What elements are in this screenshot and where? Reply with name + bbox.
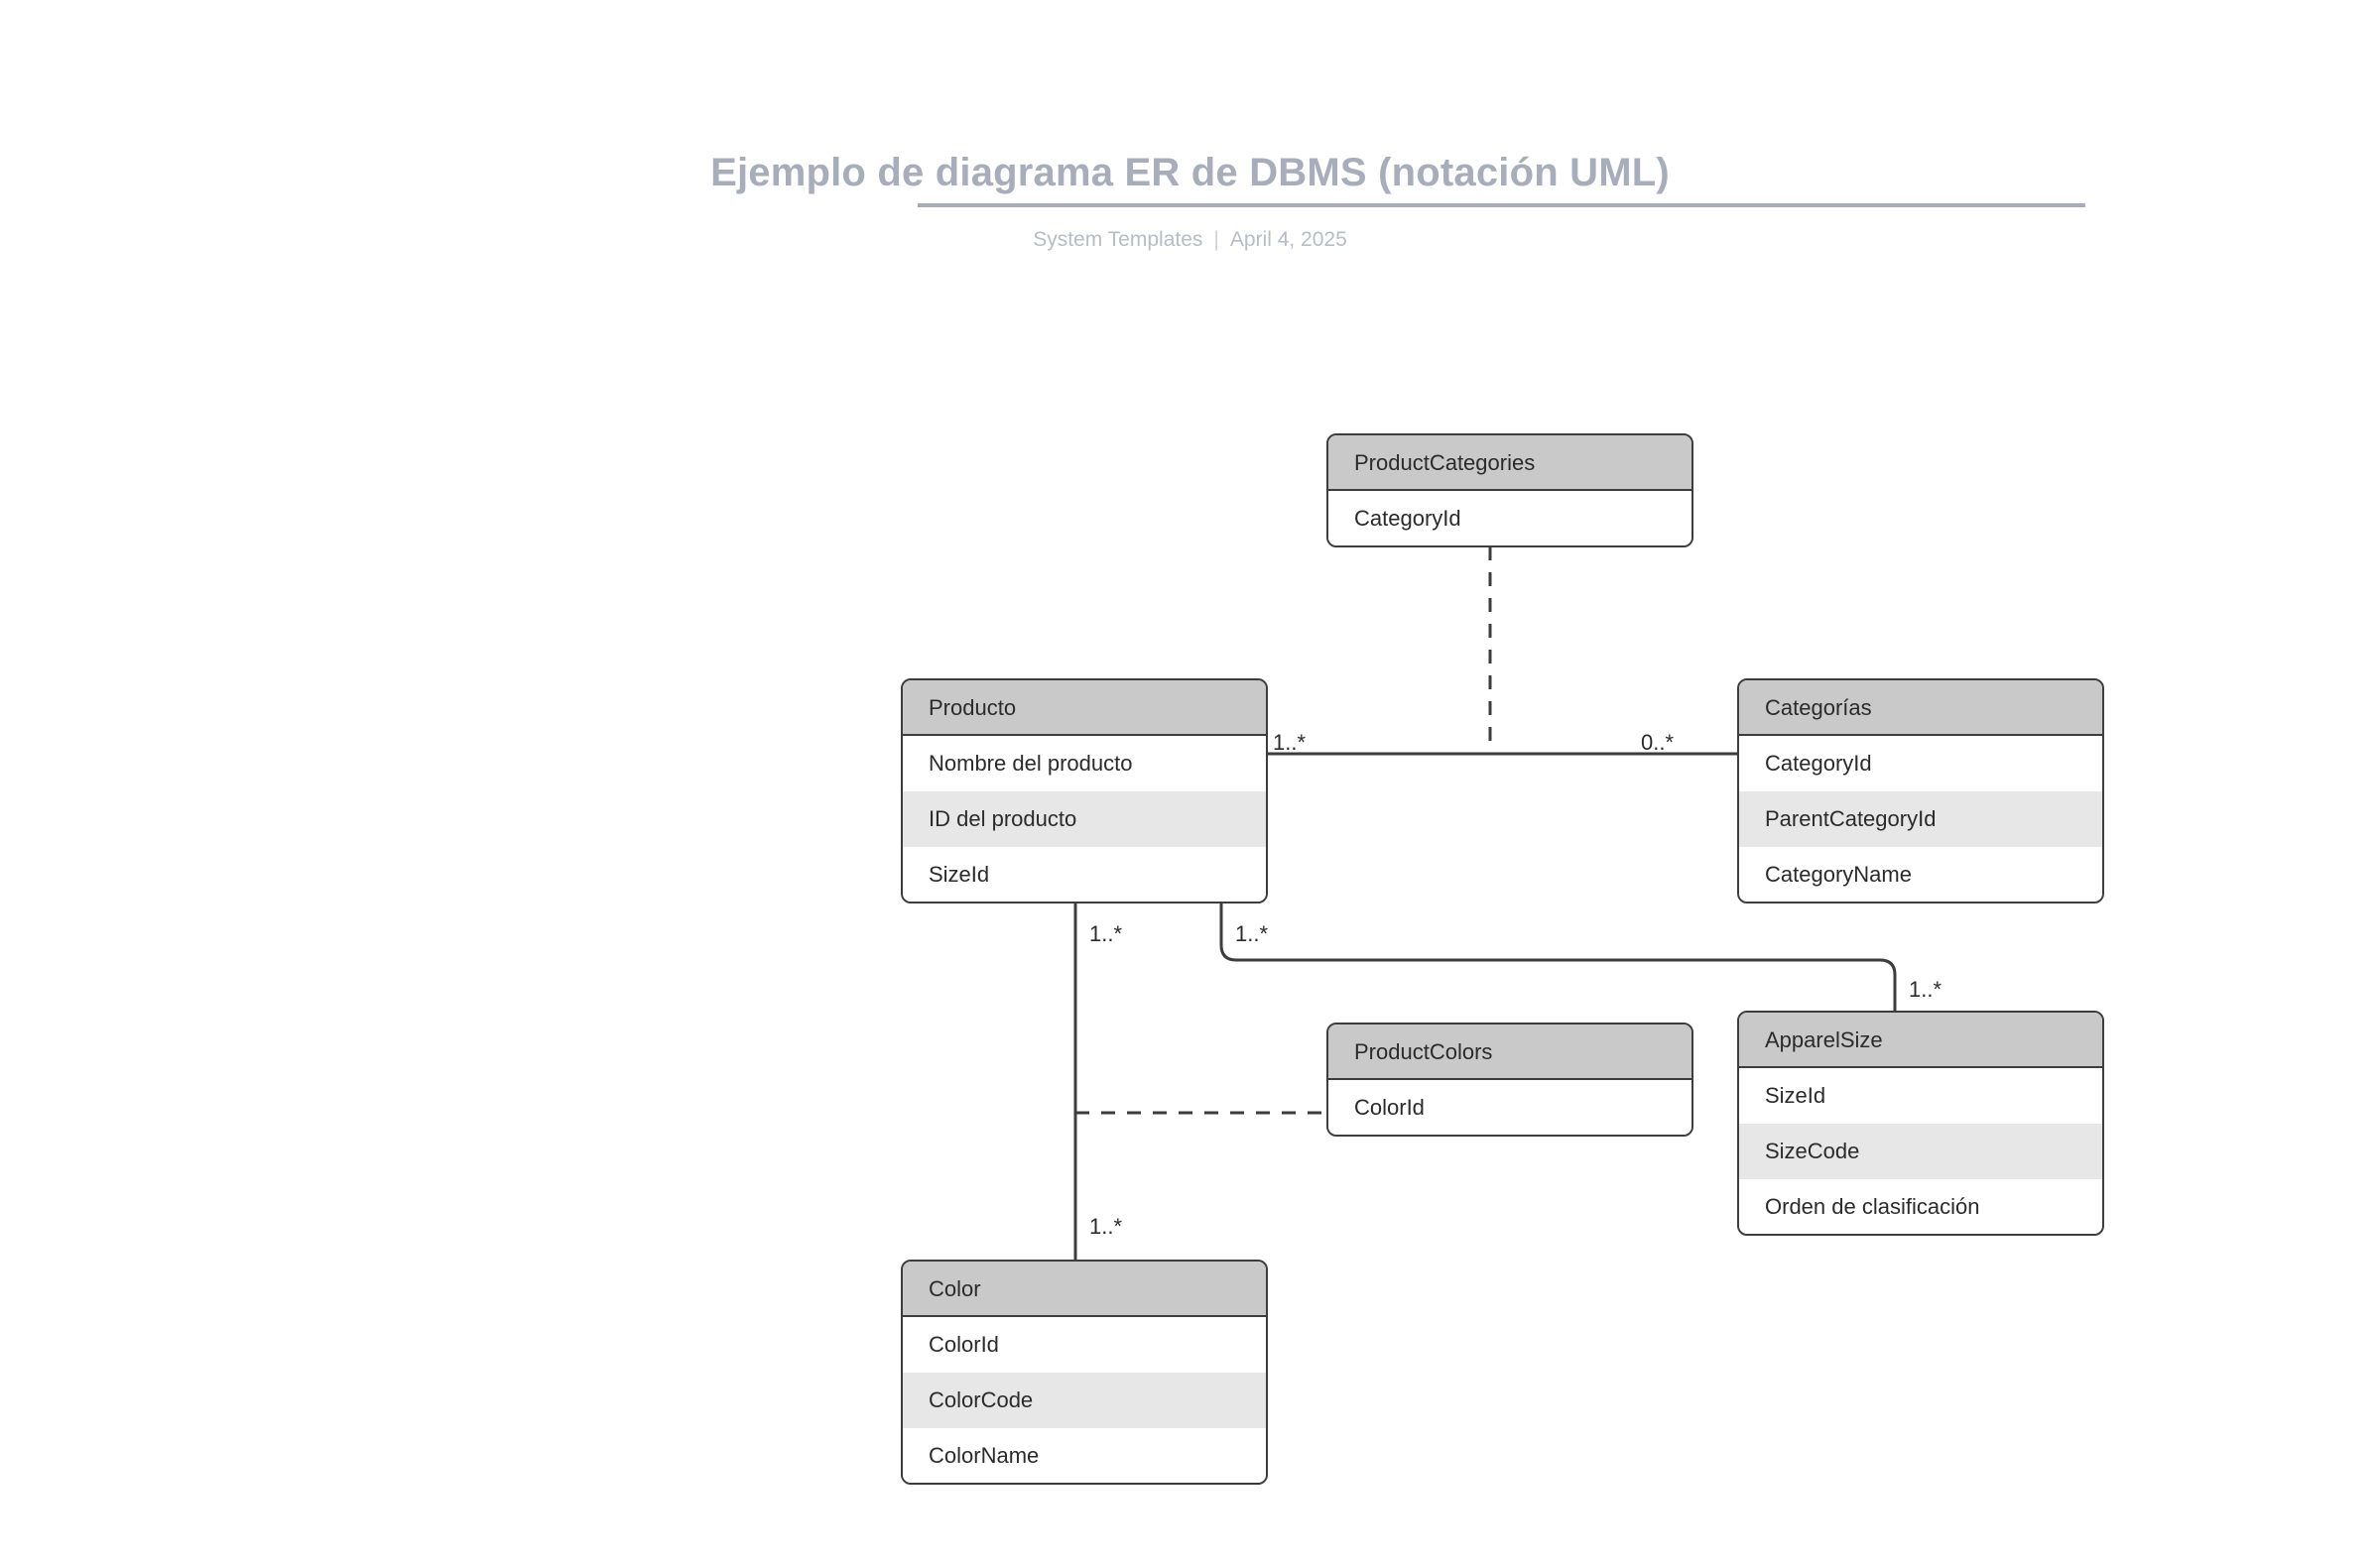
attribute-row: ColorCode [903,1373,1266,1428]
multiplicity-producto-categorias: 1..* [1273,730,1307,755]
entity-title-color: Color [903,1262,1266,1317]
multiplicity-producto-color: 1..* [1089,921,1123,946]
attribute-row: CategoryId [1739,736,2102,791]
entity-product-categories[interactable]: ProductCategories CategoryId [1326,433,1693,547]
attribute-row: ColorId [903,1317,1266,1373]
multiplicity-producto-apparelsize: 1..* [1235,921,1269,946]
attribute-row: Orden de clasificación [1739,1179,2102,1234]
entity-title-apparel-size: ApparelSize [1739,1013,2102,1068]
entity-title-categorias: Categorías [1739,680,2102,736]
title-divider [918,203,2085,207]
attribute-row: ColorName [903,1428,1266,1483]
attribute-row: ID del producto [903,791,1266,847]
attribute-row: ParentCategoryId [1739,791,2102,847]
attribute-row: Nombre del producto [903,736,1266,791]
multiplicity-categorias-producto: 0..* [1641,730,1675,755]
entity-title-product-colors: ProductColors [1328,1025,1691,1080]
document-subtitle: System Templates | April 4, 2025 [0,226,2380,254]
document-header: Ejemplo de diagrama ER de DBMS (notación… [0,0,2380,278]
entity-color[interactable]: Color ColorId ColorCode ColorName [901,1260,1268,1485]
entity-title-product-categories: ProductCategories [1328,435,1691,491]
attribute-row: SizeId [1739,1068,2102,1124]
subtitle-date: April 4, 2025 [1229,228,1347,251]
attribute-row: ColorId [1328,1080,1691,1135]
subtitle-separator: | [1213,228,1219,251]
entity-producto[interactable]: Producto Nombre del producto ID del prod… [901,678,1268,904]
attribute-row: SizeId [903,847,1266,902]
attribute-row: CategoryId [1328,491,1691,545]
entity-title-producto: Producto [903,680,1266,736]
entity-categorias[interactable]: Categorías CategoryId ParentCategoryId C… [1737,678,2104,904]
multiplicity-color-producto: 1..* [1089,1214,1123,1239]
attribute-row: SizeCode [1739,1124,2102,1179]
subtitle-author: System Templates [1033,228,1203,251]
entity-product-colors[interactable]: ProductColors ColorId [1326,1023,1693,1137]
entity-apparel-size[interactable]: ApparelSize SizeId SizeCode Orden de cla… [1737,1011,2104,1236]
page-title: Ejemplo de diagrama ER de DBMS (notación… [710,151,1670,194]
attribute-row: CategoryName [1739,847,2102,902]
multiplicity-apparelsize-producto: 1..* [1909,977,1942,1002]
